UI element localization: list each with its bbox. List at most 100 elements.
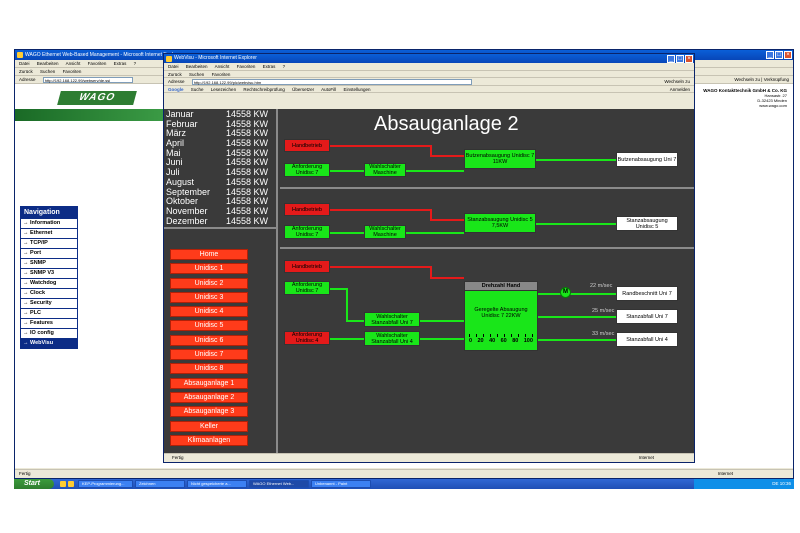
- google-autofill-button[interactable]: AutoFill: [321, 86, 337, 92]
- drehzahl-hand-button[interactable]: Drehzahl Hand: [465, 282, 537, 291]
- minimize-icon[interactable]: _: [667, 55, 675, 63]
- menu-unidisc-3-button[interactable]: Unidisc 3: [170, 291, 248, 303]
- nav-ethernet[interactable]: → Ethernet: [21, 228, 77, 238]
- menu-unidisc-8-button[interactable]: Unidisc 8: [170, 363, 248, 375]
- go-button[interactable]: Wechseln zu: [664, 79, 690, 84]
- front-menu-bar: Datei Bearbeiten Ansicht Favoriten Extra…: [164, 63, 694, 71]
- task-button[interactable]: Nicht gespeicherte a...: [187, 480, 247, 488]
- front-title-bar[interactable]: WebVisu - Microsoft Internet Explorer _ …: [164, 54, 694, 63]
- nav-clock[interactable]: → Clock: [21, 288, 77, 298]
- menu-unidisc-6-button[interactable]: Unidisc 6: [170, 334, 248, 346]
- menu-keller-button[interactable]: Keller: [170, 420, 248, 432]
- favorites-button[interactable]: Favoriten: [211, 71, 231, 77]
- green-line: [536, 159, 616, 161]
- drehzahl-scale[interactable]: 0 20 40 60 80 100: [469, 334, 533, 346]
- maximize-icon[interactable]: □: [775, 51, 783, 59]
- task-button[interactable]: KEP-Programmierung...: [78, 480, 133, 488]
- menu-favoriten[interactable]: Favoriten: [87, 61, 107, 66]
- outer-links[interactable]: Wechseln zu | Verknüpfung: [734, 77, 789, 82]
- front-address-input[interactable]: http://192.168.122.99/plc/webvisu.htm: [191, 78, 472, 85]
- nav-watchdog[interactable]: → Watchdog: [21, 278, 77, 288]
- back-button[interactable]: Zurück: [168, 71, 182, 77]
- handbetrieb-button[interactable]: Handbetrieb: [284, 260, 330, 273]
- menu-bearbeiten[interactable]: Bearbeiten: [36, 61, 59, 66]
- google-signin-link[interactable]: Anmelden: [669, 86, 690, 92]
- maximize-icon[interactable]: □: [676, 55, 684, 63]
- google-translate-button[interactable]: Übersetzer: [292, 86, 315, 92]
- nav-io-config[interactable]: → IO config: [21, 328, 77, 338]
- nav-features[interactable]: → Features: [21, 318, 77, 328]
- geregelte-absaugung-label: Geregelte Absaugung Unidisc 7 22KW: [474, 307, 528, 319]
- red-line: [430, 219, 464, 221]
- google-search-button[interactable]: Suche: [190, 86, 204, 92]
- menu-help[interactable]: ?: [282, 64, 286, 69]
- quick-launch-icon[interactable]: [68, 481, 74, 487]
- header-band: [15, 109, 165, 121]
- task-button[interactable]: WAGO Ethernet Web...: [249, 480, 309, 488]
- close-icon[interactable]: ×: [685, 55, 693, 63]
- front-toolbar: Zurück Suchen Favoriten: [164, 70, 694, 78]
- menu-absauganlage-3-button[interactable]: Absauganlage 3: [170, 406, 248, 418]
- menu-ansicht[interactable]: Ansicht: [214, 64, 230, 69]
- back-button[interactable]: Zurück: [19, 69, 33, 74]
- menu-ansicht[interactable]: Ansicht: [65, 61, 81, 66]
- pane-divider: [164, 227, 278, 229]
- task-button[interactable]: Zeichnen: [135, 480, 185, 488]
- front-address-bar: Adresse http://192.168.122.99/plc/webvis…: [164, 78, 694, 86]
- search-button[interactable]: Suchen: [40, 69, 56, 74]
- menu-help[interactable]: ?: [133, 61, 137, 66]
- favorites-button[interactable]: Favoriten: [62, 69, 82, 74]
- red-line: [430, 266, 432, 278]
- wahlschalter-button[interactable]: Wahlschalter Maschine: [364, 225, 406, 239]
- menu-bearbeiten[interactable]: Bearbeiten: [185, 64, 208, 69]
- absaugung-indicator: Butzenabsaugung Unidisc 7 11KW: [464, 149, 536, 169]
- handbetrieb-button[interactable]: Handbetrieb: [284, 203, 330, 216]
- menu-datei[interactable]: Datei: [19, 61, 30, 66]
- google-logo: Google: [168, 86, 184, 92]
- menu-home-button[interactable]: Home: [170, 249, 248, 260]
- wahlschalter-button[interactable]: Wahlschalter Maschine: [364, 163, 406, 177]
- menu-klimaanlagen-button[interactable]: Klimaanlagen: [170, 434, 248, 446]
- wahlschalter-a-button[interactable]: Wahlschalter Stanzabfall Uni 7: [364, 312, 420, 327]
- nav-port[interactable]: → Port: [21, 248, 77, 258]
- wahlschalter-b-button[interactable]: Wahlschalter Stanzabfall Uni 4: [364, 331, 420, 346]
- front-window-title: WebVisu - Microsoft Internet Explorer: [174, 55, 257, 61]
- google-bookmarks-button[interactable]: Lesezeichen: [210, 86, 237, 92]
- nav-webvisu[interactable]: → WebVisu: [21, 338, 77, 348]
- close-icon[interactable]: ×: [784, 51, 792, 59]
- outer-address-input[interactable]: http://192.168.122.99/webserv/de.ssi: [42, 76, 133, 83]
- nav-snmp[interactable]: → SNMP: [21, 258, 77, 268]
- menu-unidisc-4-button[interactable]: Unidisc 4: [170, 306, 248, 318]
- menu-absauganlage-2-button[interactable]: Absauganlage 2: [170, 391, 248, 403]
- task-button[interactable]: Unbenannt - Paint: [311, 480, 371, 488]
- start-button[interactable]: Start: [14, 479, 54, 489]
- handbetrieb-button[interactable]: Handbetrieb: [284, 139, 330, 152]
- target-stanzabfall-4: Stanzabfall Uni 4: [616, 332, 678, 347]
- address-label: Adresse: [19, 77, 36, 82]
- menu-unidisc-7-button[interactable]: Unidisc 7: [170, 349, 248, 361]
- menu-unidisc-5-button[interactable]: Unidisc 5: [170, 320, 248, 332]
- menu-favoriten[interactable]: Favoriten: [236, 64, 256, 69]
- nav-information[interactable]: → Information: [21, 218, 77, 228]
- search-button[interactable]: Suchen: [189, 71, 205, 77]
- google-spellcheck-button[interactable]: Rechtschreibprüfung: [243, 86, 285, 92]
- minimize-icon[interactable]: _: [766, 51, 774, 59]
- nav-security[interactable]: → Security: [21, 298, 77, 308]
- nav-snmp-v3[interactable]: → SNMP V3: [21, 268, 77, 278]
- menu-unidisc-1-button[interactable]: Unidisc 1: [170, 263, 248, 275]
- menu-extras[interactable]: Extras: [113, 61, 127, 66]
- quick-launch-icon[interactable]: [60, 481, 66, 487]
- menu-unidisc-2-button[interactable]: Unidisc 2: [170, 277, 248, 289]
- nav-tcpip[interactable]: → TCP/IP: [21, 238, 77, 248]
- google-settings-button[interactable]: Einstellungen: [343, 86, 371, 92]
- menu-absauganlage-1-button[interactable]: Absauganlage 1: [170, 377, 248, 389]
- menu-extras[interactable]: Extras: [262, 64, 276, 69]
- nav-plc[interactable]: → PLC: [21, 308, 77, 318]
- menu-datei[interactable]: Datei: [168, 64, 179, 69]
